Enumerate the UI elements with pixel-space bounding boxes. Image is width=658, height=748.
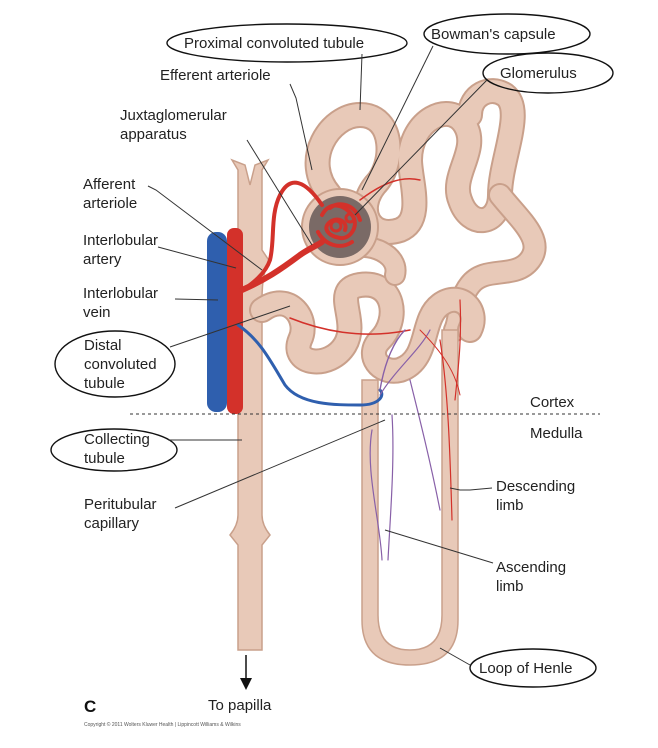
label-interlobular-artery-line2: artery <box>83 251 122 268</box>
copyright-text: Copyright © 2011 Wolters Kluwer Health |… <box>84 721 241 728</box>
label-collecting-line1: Collecting <box>84 431 150 448</box>
glomerulus-shape <box>316 202 362 248</box>
peritubular-capillary-shape <box>236 299 462 561</box>
proximal-tubule-oval <box>166 23 408 63</box>
distal-convoluted-tubule-shape <box>249 235 486 384</box>
interlobular-vein-shape <box>207 232 227 412</box>
label-distal-line2: convoluted <box>84 356 157 373</box>
label-interlobular-vein-line1: Interlobular <box>83 285 158 302</box>
label-afferent-line2: arteriole <box>83 195 137 212</box>
label-descending-line1: Descending <box>496 478 575 495</box>
label-to-papilla: To papilla <box>208 697 272 714</box>
label-afferent-line1: Afferent <box>83 176 136 193</box>
cortex-label: Cortex <box>530 394 575 411</box>
label-efferent-arteriole: Efferent arteriole <box>160 67 271 84</box>
label-distal-line3: tubule <box>84 375 125 392</box>
label-ascending-line1: Ascending <box>496 559 566 576</box>
loop-of-henle-oval <box>469 648 597 688</box>
label-juxtaglomerular-line2: apparatus <box>120 126 187 143</box>
label-interlobular-vein-line2: vein <box>83 304 111 321</box>
label-peritubular-line2: capillary <box>84 515 140 532</box>
label-juxtaglomerular-line1: Juxtaglomerular <box>120 107 227 124</box>
loop-of-henle-shape <box>361 329 459 666</box>
leader-lines <box>147 45 494 666</box>
label-distal-line1: Distal <box>84 337 122 354</box>
label-loop-of-henle: Loop of Henle <box>479 660 572 677</box>
label-collecting-line2: tubule <box>84 450 125 467</box>
medulla-label: Medulla <box>530 425 583 442</box>
label-descending-line2: limb <box>496 497 524 514</box>
label-proximal-convoluted-tubule: Proximal convoluted tubule <box>184 35 364 52</box>
collecting-tubule-oval <box>50 428 178 472</box>
afferent-arteriole-shape <box>239 239 325 293</box>
arrow-down-icon <box>240 655 252 690</box>
label-glomerulus: Glomerulus <box>500 65 577 82</box>
figure-letter: C <box>84 697 96 716</box>
label-bowmans-capsule: Bowman's capsule <box>431 26 556 43</box>
distal-tubule-oval <box>54 330 176 398</box>
label-ascending-line2: limb <box>496 578 524 595</box>
efferent-arteriole-shape <box>241 178 421 335</box>
label-peritubular-line1: Peritubular <box>84 496 157 513</box>
glomerulus-oval <box>482 52 614 94</box>
interlobular-artery-shape <box>227 228 243 414</box>
bowmans-capsule-oval <box>423 13 591 55</box>
label-interlobular-artery-line1: Interlobular <box>83 232 158 249</box>
